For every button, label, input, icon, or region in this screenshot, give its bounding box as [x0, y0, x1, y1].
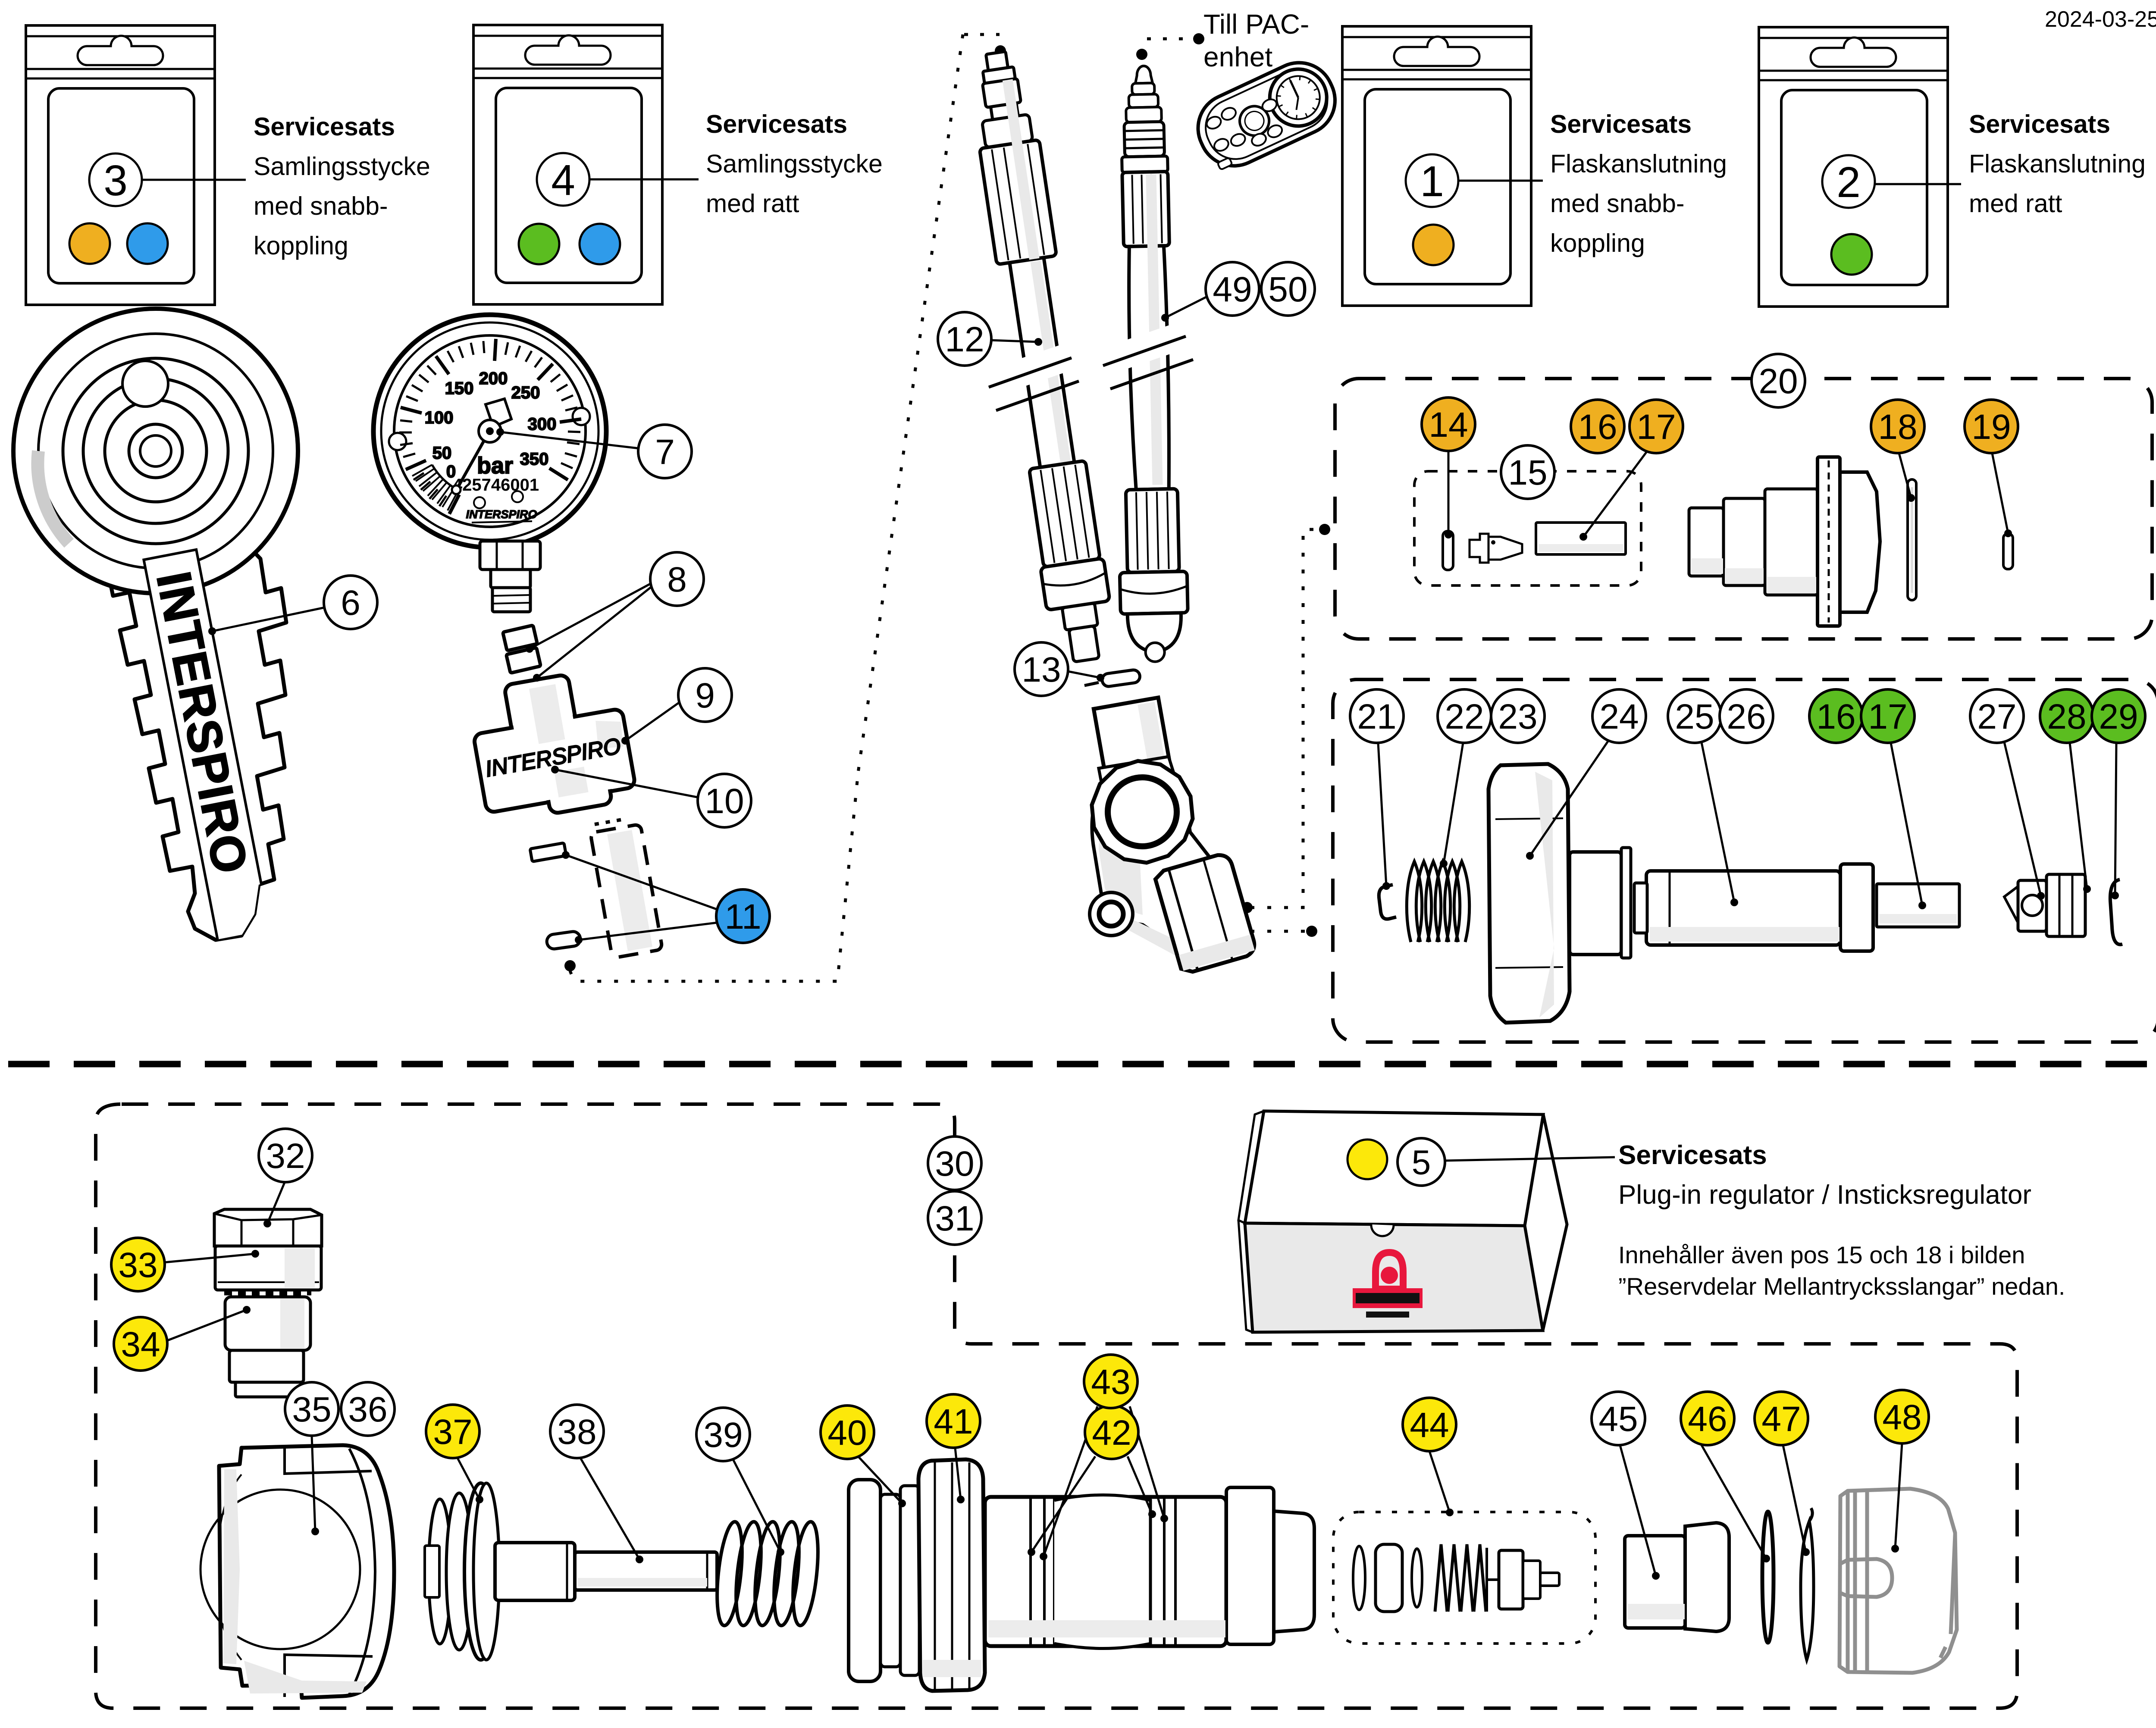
svg-text:43: 43	[1091, 1362, 1130, 1402]
svg-text:Till PAC-: Till PAC-	[1203, 9, 1309, 40]
svg-text:2024-03-25: 2024-03-25	[2045, 7, 2156, 32]
svg-text:300: 300	[528, 415, 557, 434]
svg-text:enhet: enhet	[1203, 41, 1272, 72]
svg-text:10: 10	[705, 782, 744, 821]
svg-text:Flaskanslutning: Flaskanslutning	[1969, 150, 2146, 178]
svg-text:46: 46	[1688, 1399, 1727, 1439]
svg-text:26: 26	[1727, 697, 1766, 736]
svg-text:38: 38	[557, 1412, 596, 1452]
svg-text:12: 12	[945, 320, 984, 359]
svg-text:41: 41	[934, 1402, 973, 1441]
svg-text:200: 200	[479, 369, 508, 388]
svg-text:4: 4	[551, 156, 575, 204]
svg-text:Plug-in regulator / Insticksre: Plug-in regulator / Insticksregulator	[1618, 1180, 2031, 1210]
svg-text:11: 11	[724, 897, 761, 936]
svg-text:48: 48	[1882, 1398, 1921, 1437]
svg-text:24: 24	[1599, 697, 1639, 736]
svg-text:13: 13	[1022, 650, 1061, 689]
svg-text:7: 7	[655, 432, 675, 472]
svg-text:3: 3	[103, 157, 128, 205]
svg-text:Servicesats: Servicesats	[1550, 110, 1692, 138]
svg-text:med ratt: med ratt	[1969, 189, 2062, 218]
svg-text:0: 0	[446, 462, 456, 481]
svg-text:bar: bar	[477, 453, 513, 479]
svg-text:Flaskanslutning: Flaskanslutning	[1550, 150, 1727, 178]
svg-text:6: 6	[341, 583, 360, 623]
svg-text:koppling: koppling	[254, 232, 348, 260]
svg-text:16: 16	[1816, 697, 1855, 736]
svg-text:Innehåller även pos 15 och 18: Innehåller även pos 15 och 18 i bilden	[1618, 1241, 2025, 1268]
svg-text:425746001: 425746001	[453, 476, 539, 495]
svg-text:40: 40	[827, 1413, 867, 1453]
svg-text:49: 49	[1213, 270, 1252, 309]
svg-text:15: 15	[1508, 453, 1547, 492]
svg-text:21: 21	[1357, 697, 1396, 736]
svg-text:Servicesats: Servicesats	[706, 110, 847, 138]
svg-text:36: 36	[348, 1390, 387, 1429]
svg-text:med snabb-: med snabb-	[254, 192, 388, 220]
svg-text:19: 19	[1971, 407, 2011, 447]
svg-text:34: 34	[121, 1325, 160, 1364]
svg-text:8: 8	[667, 560, 687, 599]
svg-text:250: 250	[511, 383, 540, 402]
svg-text:30: 30	[935, 1144, 974, 1183]
svg-text:med ratt: med ratt	[706, 189, 799, 218]
svg-text:28: 28	[2047, 697, 2086, 736]
svg-text:Servicesats: Servicesats	[254, 113, 395, 141]
svg-text:2: 2	[1836, 158, 1861, 207]
svg-text:17: 17	[1868, 697, 1907, 736]
svg-text:27: 27	[1977, 697, 2016, 736]
svg-text:Samlingsstycke: Samlingsstycke	[254, 152, 430, 181]
svg-text:koppling: koppling	[1550, 229, 1645, 257]
svg-text:Servicesats: Servicesats	[1969, 110, 2110, 138]
svg-text:17: 17	[1636, 407, 1676, 447]
svg-text:29: 29	[2099, 697, 2138, 736]
svg-text:9: 9	[695, 676, 715, 715]
svg-text:18: 18	[1878, 407, 1917, 447]
svg-text:100: 100	[425, 408, 454, 427]
svg-text:22: 22	[1445, 697, 1484, 736]
svg-text:”Reservdelar Mellantrycksslang: ”Reservdelar Mellantrycksslangar” nedan.	[1618, 1273, 2065, 1300]
svg-text:42: 42	[1092, 1413, 1131, 1453]
svg-text:INTERSPIRO: INTERSPIRO	[466, 508, 537, 521]
svg-text:50: 50	[432, 444, 452, 463]
svg-text:Samlingsstycke: Samlingsstycke	[706, 150, 883, 178]
svg-text:45: 45	[1598, 1399, 1638, 1439]
svg-text:med snabb-: med snabb-	[1550, 189, 1685, 218]
svg-text:44: 44	[1410, 1406, 1449, 1445]
svg-text:150: 150	[445, 379, 474, 398]
svg-text:35: 35	[292, 1390, 331, 1429]
svg-text:32: 32	[266, 1136, 305, 1176]
svg-text:Servicesats: Servicesats	[1618, 1140, 1767, 1170]
svg-text:1: 1	[1420, 157, 1444, 206]
svg-text:25: 25	[1675, 697, 1714, 736]
svg-text:33: 33	[118, 1246, 157, 1285]
svg-text:31: 31	[935, 1199, 974, 1238]
svg-text:16: 16	[1578, 407, 1617, 447]
svg-text:37: 37	[433, 1412, 472, 1452]
svg-text:23: 23	[1498, 697, 1537, 736]
svg-text:14: 14	[1429, 405, 1468, 445]
svg-text:39: 39	[703, 1415, 743, 1455]
svg-text:20: 20	[1758, 362, 1798, 401]
svg-text:47: 47	[1761, 1399, 1801, 1439]
svg-text:5: 5	[1412, 1143, 1431, 1181]
svg-text:50: 50	[1268, 270, 1307, 309]
svg-text:350: 350	[520, 450, 549, 469]
